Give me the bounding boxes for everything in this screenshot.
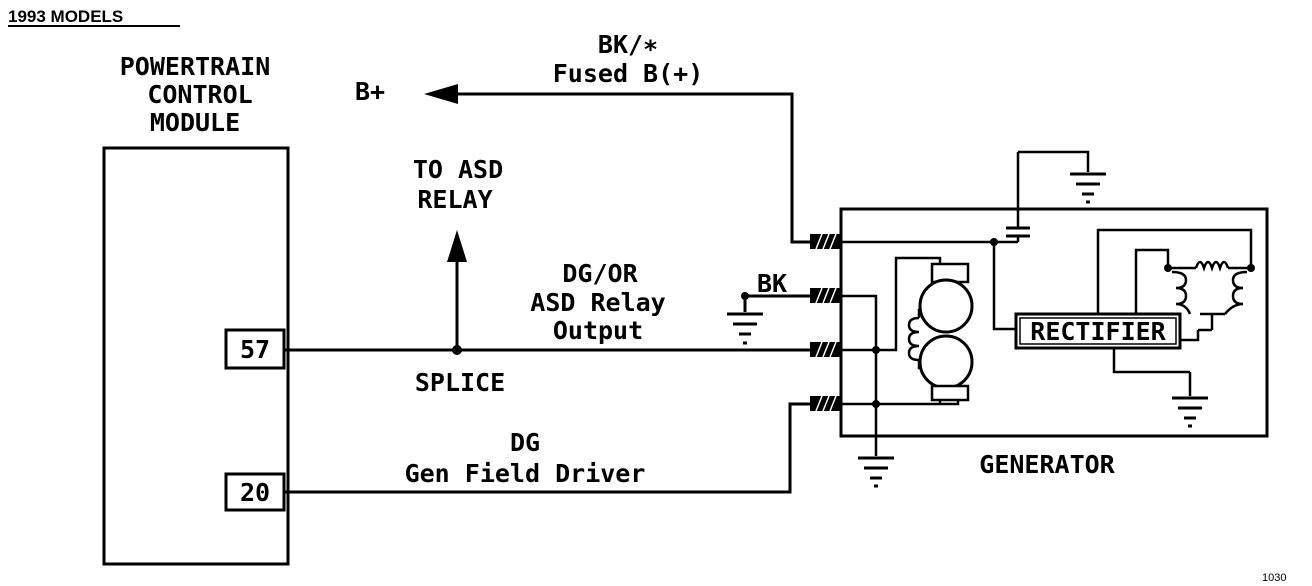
field-wire-desc: Gen Field Driver [405, 459, 646, 488]
splice-dot [452, 345, 462, 355]
pcm-pin-20-box [224, 472, 286, 512]
generator-internal-wiring [840, 150, 1090, 456]
b-plus-label: B+ [355, 77, 385, 106]
pcm-pin-57: 57 [240, 335, 270, 364]
pcm-label-line2: CONTROL [147, 80, 252, 109]
generator-rotor [907, 262, 974, 402]
asd-relay-label-line1: TO ASD [413, 155, 503, 184]
ground-symbol-generator [858, 456, 894, 488]
pcm-pin-20: 20 [240, 478, 270, 507]
ground-symbol-top [1070, 172, 1106, 204]
figure-number: 1030 [1262, 572, 1286, 584]
b-plus-arrow [424, 84, 458, 104]
ground-junction-dot [741, 292, 749, 300]
field-wire-color: DG [510, 428, 540, 457]
fused-b-plus-wire [455, 92, 810, 244]
pcm-label-line3: MODULE [150, 108, 240, 137]
asd-output-desc-line2: Output [553, 316, 643, 345]
fused-wire-color: BK/∗ [598, 30, 658, 59]
ground-wire-color: BK [757, 269, 787, 298]
stator-wiring [1096, 228, 1253, 396]
ground-wire [743, 294, 810, 312]
asd-relay-label-line2: RELAY [417, 185, 492, 214]
stator-winding [1164, 260, 1255, 332]
generator-terminals [810, 233, 840, 412]
rectifier-label: RECTIFIER [1030, 317, 1166, 346]
asd-relay-arrow [447, 230, 467, 262]
diagram-title: 1993 MODELS [8, 7, 123, 26]
fused-wire-desc: Fused B(+) [553, 59, 704, 88]
generator-label: GENERATOR [979, 450, 1115, 479]
ground-symbol-rectifier [1172, 396, 1208, 428]
asd-output-wire-color: DG/OR [562, 259, 638, 288]
pcm-label-line1: POWERTRAIN [120, 52, 271, 81]
rectifier-inner-border [1019, 317, 1177, 345]
ground-symbol-bk [727, 312, 763, 345]
asd-output-desc-line1: ASD Relay [530, 288, 665, 317]
field-driver-wire [284, 402, 810, 494]
splice-label: SPLICE [415, 368, 505, 397]
generator-box [839, 207, 1269, 438]
